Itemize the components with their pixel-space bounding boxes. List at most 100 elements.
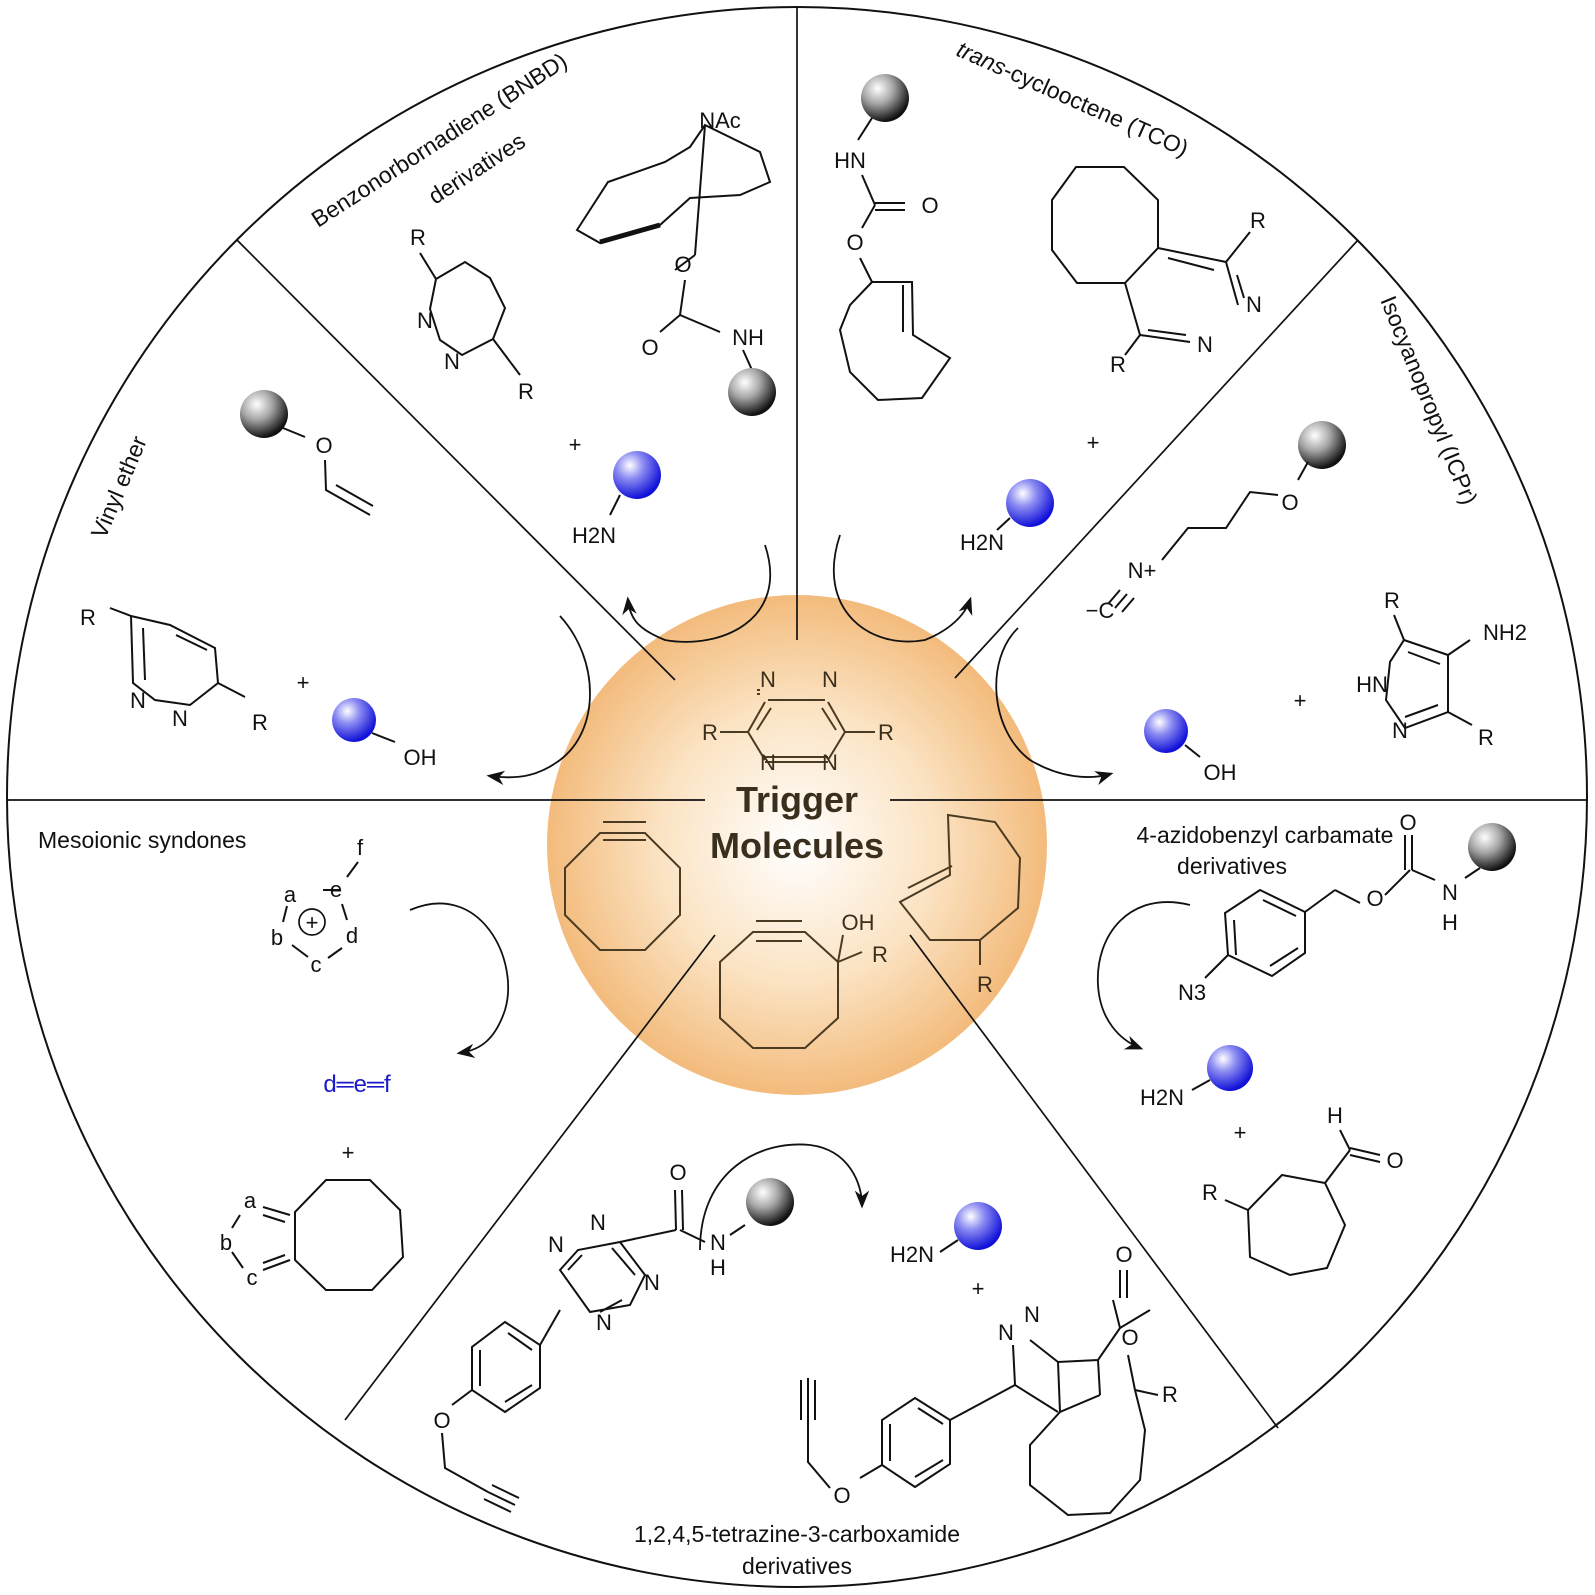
sector-azido: 4-azidobenzyl carbamate derivatives O O … — [1097, 810, 1516, 1277]
carrier-bead — [728, 368, 776, 416]
released-bead — [1207, 1045, 1253, 1091]
syndones-title: Mesoionic syndones — [38, 827, 246, 853]
tetrazine-n1: N — [760, 667, 776, 692]
tetrazine-n2: N — [822, 667, 838, 692]
carrier-bead — [1468, 823, 1516, 871]
center-tco: R — [898, 813, 1022, 997]
released-bead — [613, 451, 661, 499]
core-circle — [547, 595, 1047, 1095]
tzca-prod-n2: N — [1024, 1302, 1040, 1327]
syndones-d: d — [346, 923, 358, 948]
center-cyclooctyne — [564, 821, 681, 951]
icpr-nh2: NH2 — [1483, 620, 1527, 645]
vinyl-r1: R — [80, 605, 96, 630]
icpr-o: O — [1281, 490, 1298, 515]
tzca-prod-r: R — [1162, 1382, 1178, 1407]
bnbd-release-arrow — [622, 544, 772, 643]
azido-plus: + — [1234, 1120, 1247, 1145]
bnbd-n1: N — [417, 308, 433, 333]
released-bead — [1144, 709, 1188, 753]
bnbd-n2: N — [444, 349, 460, 374]
icpr-release-arrow — [995, 627, 1114, 786]
released-bead — [954, 1202, 1002, 1250]
icpr-c-minus: −C — [1086, 598, 1115, 623]
tetrazine-n3: N — [760, 750, 776, 775]
tco-r2: R — [1110, 352, 1126, 377]
cyclooctynol-r: R — [872, 942, 888, 967]
vinyl-o: O — [315, 433, 332, 458]
icpr-n: N — [1392, 718, 1408, 743]
tco-n2: N — [1197, 332, 1213, 357]
syndones-a: a — [284, 882, 297, 907]
tzca-h2n: H2N — [890, 1242, 934, 1267]
icpr-r1: R — [1384, 588, 1400, 613]
tco-r: R — [977, 972, 993, 997]
azido-h: H — [1442, 910, 1458, 935]
syndones-prod-c: c — [247, 1265, 258, 1290]
tzca-amide-n: N — [710, 1230, 726, 1255]
center-title-line1: Trigger — [736, 779, 858, 820]
icpr-plus: + — [1294, 688, 1307, 713]
bnbd-h2n: H2N — [572, 523, 616, 548]
tzca-n4: N — [596, 1310, 612, 1335]
bnbd-o2: O — [641, 335, 658, 360]
syndones-b: b — [271, 925, 283, 950]
vinyl-n1: N — [130, 688, 146, 713]
tzca-title-line2: derivatives — [742, 1553, 852, 1579]
tzca-o-amide: O — [669, 1160, 686, 1185]
bnbd-nac: NAc — [699, 108, 741, 133]
tzca-plus: + — [972, 1276, 985, 1301]
sector-tetrazine-carboxamide: 1,2,4,5-tetrazine-3-carboxamide derivati… — [433, 1143, 1178, 1579]
tzca-prod-o-ring: O — [1121, 1325, 1138, 1350]
tco-hn: HN — [834, 148, 866, 173]
carrier-bead — [1298, 421, 1346, 469]
tco-r1: R — [1250, 208, 1266, 233]
vinyl-plus: + — [297, 670, 310, 695]
bnbd-r2: R — [518, 379, 534, 404]
tco-o2: O — [846, 230, 863, 255]
syndones-f: f — [357, 835, 364, 860]
bnbd-r1: R — [410, 225, 426, 250]
tetrazine-r-right: R — [878, 720, 894, 745]
sector-syndones: Mesoionic syndones + a b c d e f d═e═f +… — [38, 827, 510, 1291]
tzca-amide-h: H — [710, 1255, 726, 1280]
tetrazine-n4: N — [822, 750, 838, 775]
azido-o-ester: O — [1366, 886, 1383, 911]
tco-release-arrow — [833, 534, 973, 643]
tzca-n3: N — [644, 1270, 660, 1295]
azido-title-line2: derivatives — [1177, 853, 1287, 879]
sector-dividers — [8, 7, 1588, 1429]
syndones-prod-a: a — [244, 1188, 257, 1213]
syndones-charge: + — [306, 910, 319, 935]
center-title-line2: Molecules — [710, 825, 884, 866]
center-tetrazine: N N N N R R — [702, 667, 894, 775]
azido-o-carbonyl: O — [1399, 810, 1416, 835]
icpr-hn: HN — [1356, 672, 1388, 697]
icpr-n-plus: N+ — [1128, 558, 1157, 583]
bnbd-plus: + — [569, 432, 582, 457]
syndones-plus: + — [342, 1140, 355, 1165]
bnbd-nh: NH — [732, 325, 764, 350]
azido-o-aldehyde: O — [1386, 1148, 1403, 1173]
vinyl-oh: OH — [404, 745, 437, 770]
tco-n1: N — [1246, 292, 1262, 317]
tzca-prod-o-ether: O — [833, 1483, 850, 1508]
released-bead — [1006, 479, 1054, 527]
tzca-prod-n1: N — [998, 1320, 1014, 1345]
released-bead — [332, 698, 376, 742]
carrier-bead — [746, 1178, 794, 1226]
azido-n3: N3 — [1178, 980, 1206, 1005]
syndones-c: c — [311, 952, 322, 977]
azido-h-aldehyde: H — [1327, 1103, 1343, 1128]
azido-r: R — [1202, 1180, 1218, 1205]
tzca-n1: N — [548, 1232, 564, 1257]
syndones-byproduct: d═e═f — [323, 1071, 391, 1098]
vinyl-release-arrow — [486, 615, 591, 786]
azido-title-line1: 4-azidobenzyl carbamate — [1137, 822, 1394, 848]
azido-h2n: H2N — [1140, 1085, 1184, 1110]
center-cyclooctynol: OH R — [719, 910, 888, 1049]
tco-o1: O — [921, 193, 938, 218]
syndones-arrow — [409, 902, 510, 1058]
icpr-r2: R — [1478, 725, 1494, 750]
